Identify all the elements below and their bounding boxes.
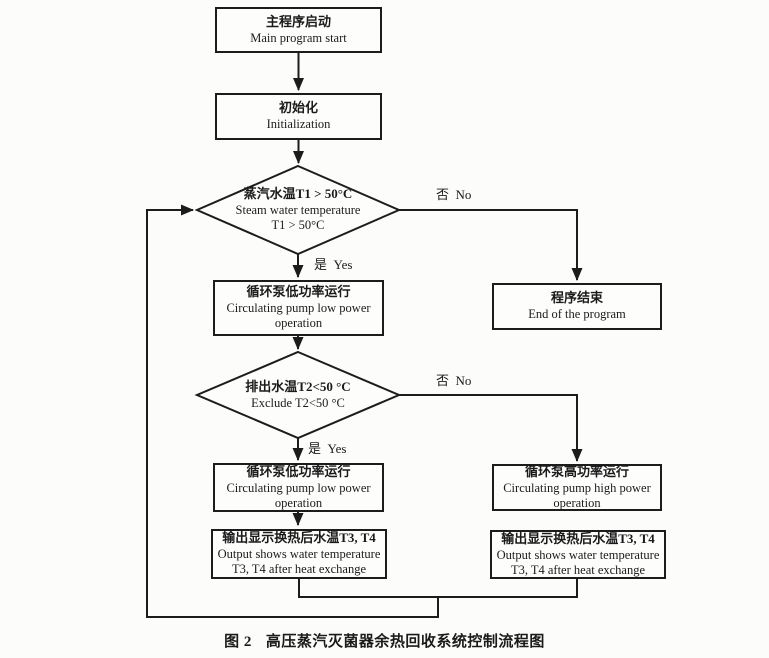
node-output-left-en2: T3, T4 after heat exchange (231, 562, 367, 577)
edge-feedback-loop (146, 204, 439, 618)
node-end-zh: 程序结束 (550, 290, 603, 306)
node-output-right: 输出显示换热后水温T3, T4 Output shows water tempe… (490, 530, 666, 579)
node-pump-low-2-en1: Circulating pump low power (226, 480, 371, 495)
node-end-en: End of the program (528, 307, 626, 322)
node-pump-low-2: 循环泵低功率运行 Circulating pump low power oper… (213, 463, 384, 512)
edge-outputs-merge (298, 579, 578, 598)
decision2-diamond (194, 350, 402, 440)
node-pump-high-en2: operation (553, 495, 601, 510)
label-yes-2: 是 Yes (308, 441, 347, 456)
edge-decision2-no-pumphigh (399, 394, 583, 462)
figure-caption: 图 2 高压蒸汽灭菌器余热回收系统控制流程图 (0, 630, 769, 651)
node-pump-low-1: 循环泵低功率运行 Circulating pump low power oper… (213, 280, 384, 336)
node-pump-high: 循环泵高功率运行 Circulating pump high power ope… (492, 464, 662, 511)
node-pump-low-2-en2: operation (274, 495, 323, 510)
node-pump-low-1-en1: Circulating pump low power (226, 301, 371, 316)
node-init-en: Initialization (266, 117, 331, 132)
figure-caption-label: 图 2 (224, 634, 252, 650)
node-pump-high-en1: Circulating pump high power (503, 480, 651, 495)
node-pump-low-1-en2: operation (274, 316, 323, 331)
node-start-en: Main program start (250, 30, 347, 45)
label-no-1: 否 No (436, 187, 472, 202)
node-init-zh: 初始化 (278, 100, 318, 116)
node-output-right-en2: T3, T4 after heat exchange (510, 562, 646, 577)
node-end: 程序结束 End of the program (492, 283, 662, 330)
node-start: 主程序启动 Main program start (215, 7, 382, 53)
node-output-right-en1: Output shows water temperature (496, 547, 660, 562)
node-output-left-en1: Output shows water temperature (217, 547, 381, 562)
node-output-left-zh: 输出显示换热后水温T3, T4 (222, 530, 376, 546)
label-yes-1: 是 Yes (314, 257, 353, 272)
node-pump-high-zh: 循环泵高功率运行 (524, 463, 629, 479)
label-no-2: 否 No (436, 373, 472, 388)
figure-caption-text: 高压蒸汽灭菌器余热回收系统控制流程图 (265, 634, 545, 650)
edge-decision1-no-end (399, 209, 583, 281)
node-start-zh: 主程序启动 (265, 13, 331, 29)
node-output-left: 输出显示换热后水温T3, T4 Output shows water tempe… (211, 529, 387, 579)
node-init: 初始化 Initialization (215, 93, 382, 140)
node-pump-low-1-zh: 循环泵低功率运行 (246, 284, 351, 300)
node-pump-low-2-zh: 循环泵低功率运行 (246, 463, 351, 479)
decision1-diamond (194, 164, 402, 256)
node-output-right-zh: 输出显示换热后水温T3, T4 (501, 530, 655, 546)
